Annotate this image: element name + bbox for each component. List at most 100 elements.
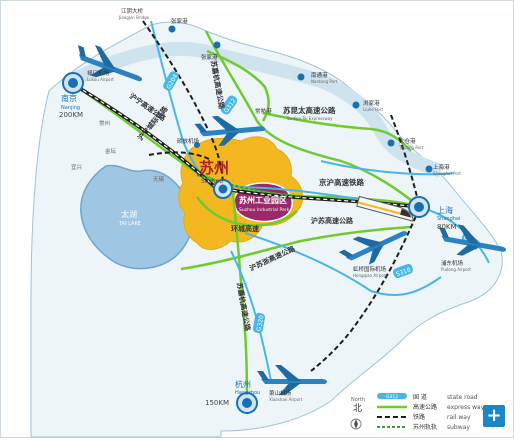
airport-hongqiao: 虹桥国际机场 xyxy=(353,265,387,273)
city-wuxi: 无锡 xyxy=(153,175,165,183)
tai-lake xyxy=(80,164,194,270)
expressway-ring xyxy=(195,196,298,227)
hub-suzhou[interactable] xyxy=(213,179,233,199)
port-markers xyxy=(168,25,433,173)
port-liujia-en: Liuhe Port xyxy=(363,107,384,112)
airplane-icon xyxy=(194,115,266,146)
port-nantong-en: Nantong Port xyxy=(311,79,338,84)
expressway-north xyxy=(206,49,270,122)
airplane-icon xyxy=(257,365,328,395)
state-road-g320 xyxy=(230,250,272,382)
port-taicang: 太仓港 xyxy=(399,137,416,145)
airport-pudong: 浦东机场 xyxy=(441,259,464,267)
badge-bg-g204 xyxy=(163,71,179,91)
legend-rail-zh: 铁路 xyxy=(413,413,425,421)
port-nantong: 南通港 xyxy=(311,71,328,79)
legend-badge: G312 xyxy=(386,394,398,400)
city-shanghai-en: Shanghai xyxy=(437,216,460,222)
city-sip: 苏州工业园区 xyxy=(239,195,287,205)
city-suzhou: 苏州 xyxy=(199,159,229,177)
state-road-s318 xyxy=(244,232,442,296)
lake-taihu: 太湖 xyxy=(121,209,137,219)
legend-state-en: state road xyxy=(447,394,478,401)
badge-s318: S318 xyxy=(395,266,412,278)
port-liujia: 浏家港 xyxy=(363,99,380,107)
port-taicang-en: Taicang Port xyxy=(398,145,424,150)
city-shanghai-dist: 80KM xyxy=(437,223,457,231)
road-ring: 环城高速 xyxy=(231,224,259,233)
city-sip-en: Suzhou Industrial Park xyxy=(239,207,290,213)
hub-nanjing[interactable] xyxy=(62,72,84,94)
city-changzhou: 常州 xyxy=(99,119,110,127)
road-jinghu: 京沪高速铁路 xyxy=(319,177,364,187)
airplane-icon xyxy=(438,224,507,256)
anchor-icon xyxy=(352,101,360,109)
railway-east xyxy=(390,114,420,206)
city-jintan: 金坛 xyxy=(105,147,117,155)
legend-exp-zh: 高速公路 xyxy=(413,403,437,411)
airport-hongqiao-en: Hongqiao Airport xyxy=(353,273,387,278)
legend: North 北 G312 国 道 state road 高速公路 express… xyxy=(350,393,485,431)
city-yixing: 宜兴 xyxy=(71,163,83,171)
anchor-icon xyxy=(425,165,433,173)
legend-north-zh: 北 xyxy=(353,403,362,414)
expressways xyxy=(70,30,420,400)
city-nanjing-dist: 200KM xyxy=(59,111,83,119)
badge-bg-s318 xyxy=(393,264,413,278)
state-road-g312b xyxy=(320,160,454,176)
port-changshu: 常熟港 xyxy=(255,107,272,115)
airport-xiaoshan: 萧山机场 xyxy=(269,389,292,397)
airplane-icon xyxy=(77,45,143,82)
city-shanghai: 上海 xyxy=(437,205,453,215)
city-hangzhou-dist: 150KM xyxy=(205,399,229,407)
airport-xiaoshan-en: Xiaoshan Airport xyxy=(269,397,303,402)
airplane-icon xyxy=(338,231,407,265)
airport-lukou-en: Lukou Airport xyxy=(87,77,114,82)
port-shanghai: 上海港 xyxy=(433,163,450,171)
legend-north-en: North xyxy=(351,397,365,403)
road-sukunta: 苏昆太高速公路 xyxy=(283,105,336,115)
legend-swatch-state xyxy=(377,393,407,399)
port-zhangjiagang-a: 张家港 xyxy=(171,17,188,25)
expressway-sujiahang xyxy=(231,192,249,400)
port-shanghai-en: Shanghai Port xyxy=(433,171,461,176)
city-nanjing-en: Nanjing xyxy=(61,105,80,111)
anchor-icon xyxy=(168,25,176,33)
badge-g320: G320 xyxy=(256,315,266,332)
train-icon xyxy=(356,195,414,222)
port-jiangyin-en: Jiangyin Bridge xyxy=(118,15,150,20)
port-zhangjiagang-b: 张家港 xyxy=(201,53,218,61)
zoom-in-button[interactable]: + xyxy=(483,405,505,427)
legend-state-zh: 国 道 xyxy=(413,393,427,401)
badge-bg-g320 xyxy=(252,312,266,334)
city-suzhou-en: Suzhou xyxy=(201,178,223,185)
city-hangzhou: 杭州 xyxy=(235,379,251,389)
railway-southeast xyxy=(310,208,420,372)
anchor-icon xyxy=(297,73,305,81)
legend-sub-en: subway xyxy=(447,424,470,431)
lake-taihu-en: TAI LAKE xyxy=(118,221,141,227)
yangtze-river xyxy=(67,41,444,178)
hub-hangzhou[interactable] xyxy=(236,392,258,414)
legend-exp-en: express way xyxy=(447,404,485,411)
compass-needle xyxy=(354,419,358,429)
airport-pudong-en: Pudong Airport xyxy=(441,267,471,272)
hub-shanghai[interactable] xyxy=(408,196,430,218)
anchor-icon xyxy=(213,41,221,49)
airport-lukou: 禄口机场 xyxy=(87,69,110,77)
expressway-yanjiang xyxy=(204,30,420,208)
port-shuofang: 硕放机场 xyxy=(177,137,200,145)
road-sh: 沪苏高速公路 xyxy=(311,216,354,225)
badge-bg-g312 xyxy=(220,95,238,115)
port-jiangyin: 江阴大桥 xyxy=(121,7,144,15)
subway-line xyxy=(196,174,302,198)
expressway-husu xyxy=(180,225,412,271)
city-hangzhou-en: Hangzhou xyxy=(235,390,260,396)
anchor-icon xyxy=(194,142,200,148)
railway-west xyxy=(148,151,210,160)
legend-sub-zh: 苏州轨轨 xyxy=(413,423,437,431)
road-sukunta-en: Su-Kun-Tai Expressway xyxy=(287,116,333,121)
legend-rail-en: rail way xyxy=(447,414,471,421)
